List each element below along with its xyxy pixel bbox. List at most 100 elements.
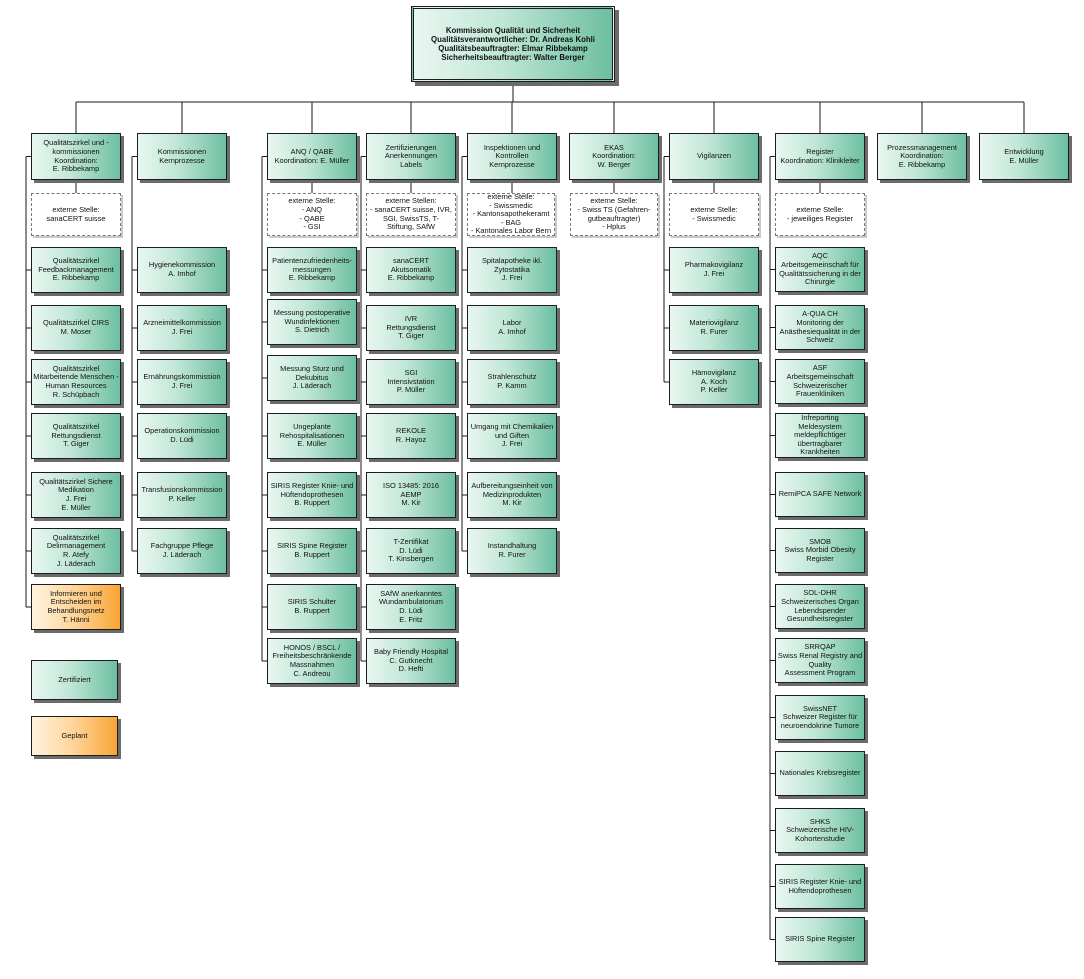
org-unit-box-text: übertragbarer xyxy=(797,438,843,448)
org-unit-box-text: Messung postoperative xyxy=(273,308,351,318)
external-body-insp: externe Stelle:- Swissmedic- Kantonsapot… xyxy=(467,193,555,236)
org-unit-box-text: Qualitätszirkel xyxy=(52,532,100,542)
external-body-insp-text: - Swissmedic xyxy=(489,200,533,210)
external-body-reg-text: externe Stelle: xyxy=(796,204,844,214)
column-header-reg-text: Register xyxy=(806,146,834,156)
org-unit-box-text: Krankheiten xyxy=(800,447,840,457)
external-body-ekas-text: externe Stelle: xyxy=(590,196,638,206)
org-unit-box-text: P. Keller xyxy=(168,494,196,503)
org-unit-box-text: Arzneimittelkommission xyxy=(143,318,221,328)
org-unit-box-text: Dekubitus xyxy=(295,372,329,382)
root-box-text: Qualitätsverantwortlicher: Dr. Andreas K… xyxy=(431,34,595,44)
org-unit-box-text: SIRIS Spine Register xyxy=(785,934,855,944)
external-body-vig-text: - Swissmedic xyxy=(692,213,736,223)
org-unit-box-text: C. Andreou xyxy=(293,668,331,678)
org-unit-box: SIRIS Spine Register xyxy=(775,917,865,962)
org-unit-box-text: Mitarbeitende Menschen - xyxy=(33,372,119,382)
external-body-anq-text: - QABE xyxy=(299,213,325,223)
column-header-vig-text: Vigilanzen xyxy=(697,151,731,161)
org-unit-box-text: SRRQAP xyxy=(804,642,836,652)
org-unit-box-text: P. Kamm xyxy=(497,381,527,390)
org-unit-box-text: E. Ribbekamp xyxy=(52,273,100,283)
org-unit-box-text: neuroendokrine Tumore xyxy=(780,720,860,730)
org-unit-box-text: Ungeplante xyxy=(293,422,331,432)
column-header-insp-text: Inspektionen und xyxy=(483,142,541,152)
external-body-anq-text: - ANQ xyxy=(301,204,323,214)
column-header-qz-text: Koordination: xyxy=(54,155,98,165)
org-unit-box-text: SIRIS Spine Register xyxy=(277,541,347,551)
org-unit-box-text: Rettungsdienst xyxy=(51,430,101,440)
external-body-vig: externe Stelle:- Swissmedic xyxy=(669,193,759,236)
org-unit-box-text: Hüftendoprothesen xyxy=(280,489,344,499)
org-unit-box-text: Transfusionskommission xyxy=(141,485,223,495)
external-body-insp-text: - BAG xyxy=(500,217,522,227)
external-body-zert-text: SGI, SwissTS, T- xyxy=(382,213,440,223)
org-unit-box-text: A. Imhof xyxy=(498,327,526,336)
org-unit-box-text: E. Ribbekamp xyxy=(387,273,435,283)
external-body-zert-text: externe Stellen: xyxy=(385,196,437,206)
org-unit-box-text: Wundambulatorium xyxy=(379,597,443,607)
org-unit-box-text: SHKS xyxy=(809,816,831,826)
org-unit-box-text: Medizinprodukten xyxy=(482,489,542,499)
org-unit-box-text: Infreporting xyxy=(801,413,839,423)
column-header-entw-text: Entwicklung xyxy=(1004,146,1044,156)
org-unit-box-text: und Giften xyxy=(494,430,530,440)
org-unit-box-text: Freiheitsbeschränkende xyxy=(272,651,352,661)
org-unit-box-text: Assessment Program xyxy=(784,668,856,678)
org-unit-box-text: J. Frei xyxy=(703,269,725,278)
column-header-insp-text: Kontrollen xyxy=(495,151,529,161)
external-body-anq: externe Stelle:- ANQ- QABE- GSI xyxy=(267,193,357,236)
org-unit-box-text: P. Keller xyxy=(700,385,728,395)
column-header-insp-text: Kernprozesse xyxy=(489,159,535,169)
external-body-insp-text: externe Stelle: xyxy=(487,193,535,202)
external-body-insp-text: - Kantonales Labor Bern xyxy=(470,226,552,236)
column-header-ekas-text: Koordination: xyxy=(592,151,636,161)
column-header-reg-text: Koordination: Klinikleiter xyxy=(780,155,860,165)
org-unit-box-text: Behandlungsnetz xyxy=(47,606,105,615)
org-unit-box-text: REKOLE xyxy=(396,426,426,436)
org-unit-box-text: E. Müller xyxy=(61,502,91,512)
org-unit-box-text: Materiovigilanz xyxy=(689,318,739,328)
external-body-qz: externe Stelle:sanaCERT suisse xyxy=(31,193,121,236)
external-body-ekas-text: - Swiss TS (Gefahren- xyxy=(577,204,651,214)
org-unit-box-text: A. Imhof xyxy=(168,269,196,278)
org-unit-box-text: Medikation xyxy=(58,485,94,495)
org-unit-box-text: Akutsomatik xyxy=(390,264,432,274)
org-unit-box-text: SOL-DHR xyxy=(803,588,837,598)
org-unit-box-text: J. Frei xyxy=(171,381,193,390)
org-unit-box-text: Human Resources xyxy=(45,381,107,390)
org-unit-box-text: Umgang mit Chemikalien xyxy=(470,422,554,432)
org-unit-box-text: meldepflichtiger xyxy=(794,430,846,440)
org-unit-box-text: Qualitätszirkel CIRS xyxy=(42,318,110,328)
org-unit-box-text: D. Lüdi xyxy=(399,606,423,615)
column-header-zert-text: Anerkennungen xyxy=(384,151,438,161)
org-unit-box-text: J. Frei xyxy=(501,273,523,283)
org-unit-box-text: S. Dietrich xyxy=(294,325,330,335)
org-unit-box-text: AQC xyxy=(811,251,828,261)
org-unit-box-text: R. Furer xyxy=(700,327,728,336)
org-unit-box-text: C. Gutknecht xyxy=(389,655,433,665)
org-unit-box-text: T. Giger xyxy=(63,439,89,449)
org-unit-box-text: Qualitätszirkel xyxy=(52,422,100,432)
column-header-entw-text: E. Müller xyxy=(1009,155,1039,165)
org-unit-box-text: HONOS / BSCL / xyxy=(283,642,341,652)
external-body-ekas-text: gutbeauftragter) xyxy=(587,213,641,223)
org-unit-box-text: Hämovigilanz xyxy=(691,368,737,378)
legend-label: Zertifiziert xyxy=(58,674,91,684)
